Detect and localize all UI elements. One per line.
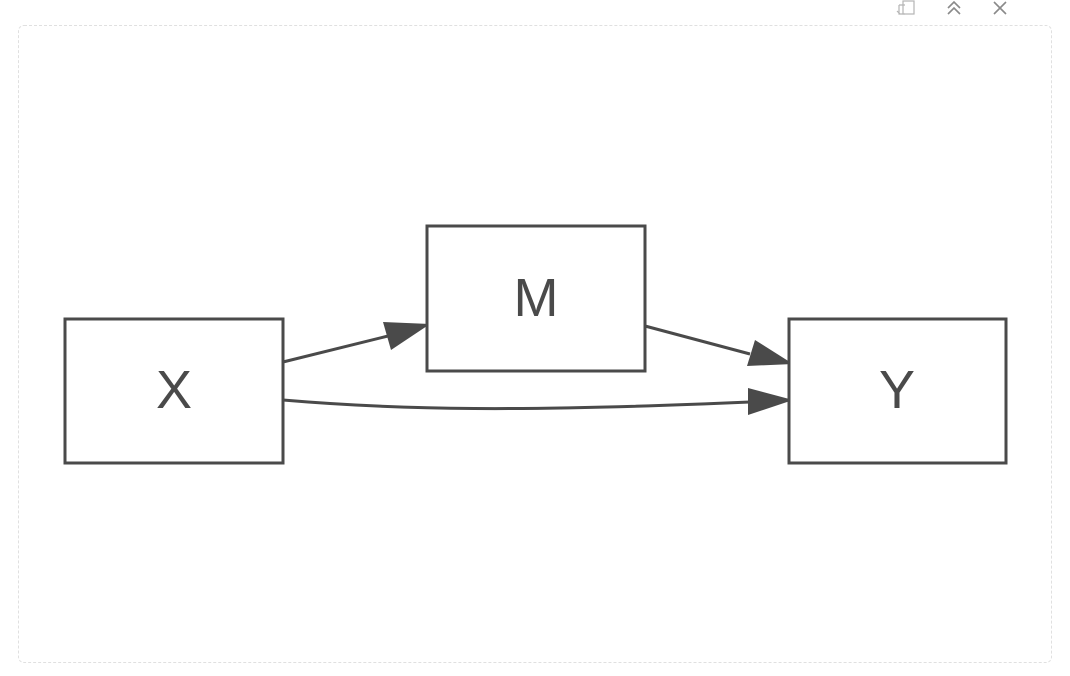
edge-m-to-y (644, 324, 793, 366)
edge-x-to-m (282, 322, 430, 364)
arrowhead-m-to-y (747, 340, 793, 366)
node-y: Y (787, 317, 1008, 465)
node-x-label: X (156, 360, 192, 420)
toolbar (885, 0, 1015, 18)
node-y-label: Y (879, 360, 915, 420)
node-x: X (63, 317, 285, 465)
copy-icon[interactable] (894, 0, 916, 16)
node-m: M (425, 224, 647, 373)
edge-x-to-y (282, 388, 793, 415)
collapse-icon[interactable] (945, 0, 963, 16)
node-m-label: M (514, 268, 559, 328)
arrowhead-x-to-m (383, 322, 430, 350)
close-icon[interactable] (992, 0, 1008, 16)
diagram-frame (18, 25, 1052, 663)
arrowhead-x-to-y (748, 388, 793, 415)
